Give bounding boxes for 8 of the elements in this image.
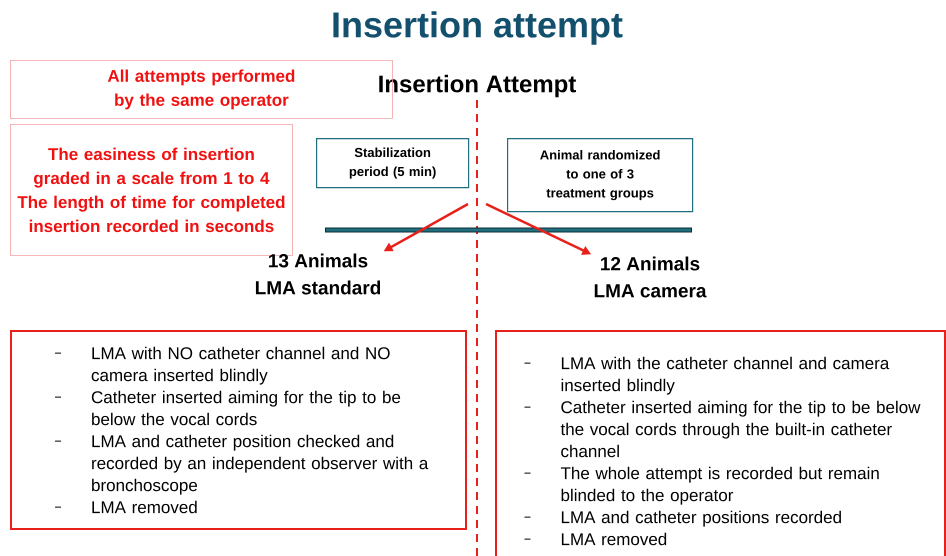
process-box: Animal randomized to one of 3 treatment groups: [507, 138, 694, 212]
title: Insertion attempt: [333, 11, 623, 45]
group-heading: 12 Animals LMA camera: [594, 256, 707, 298]
bullet-list-box: LMA with the catheter channel and camera inserted blindly Catheter inserted aiming for the tip to be below the vocal cords through the built-in catheter channel The whole attempt is recorded but remain blinded to the operator LMA and catheter positions recorded LMA removed: [495, 330, 946, 556]
process-box: Stabilization period (5 min): [316, 138, 470, 188]
bullet-list-box: LMA with NO catheter channel and NO camera inserted blindly Catheter inserted aiming for the tip to be below the vocal cords LMA and catheter position checked and recorded by an independent observer with a bronchoscope LMA removed: [10, 330, 467, 530]
heading: Insertion Attempt: [379, 74, 576, 98]
group-heading: 13 Animals LMA standard: [256, 254, 380, 294]
